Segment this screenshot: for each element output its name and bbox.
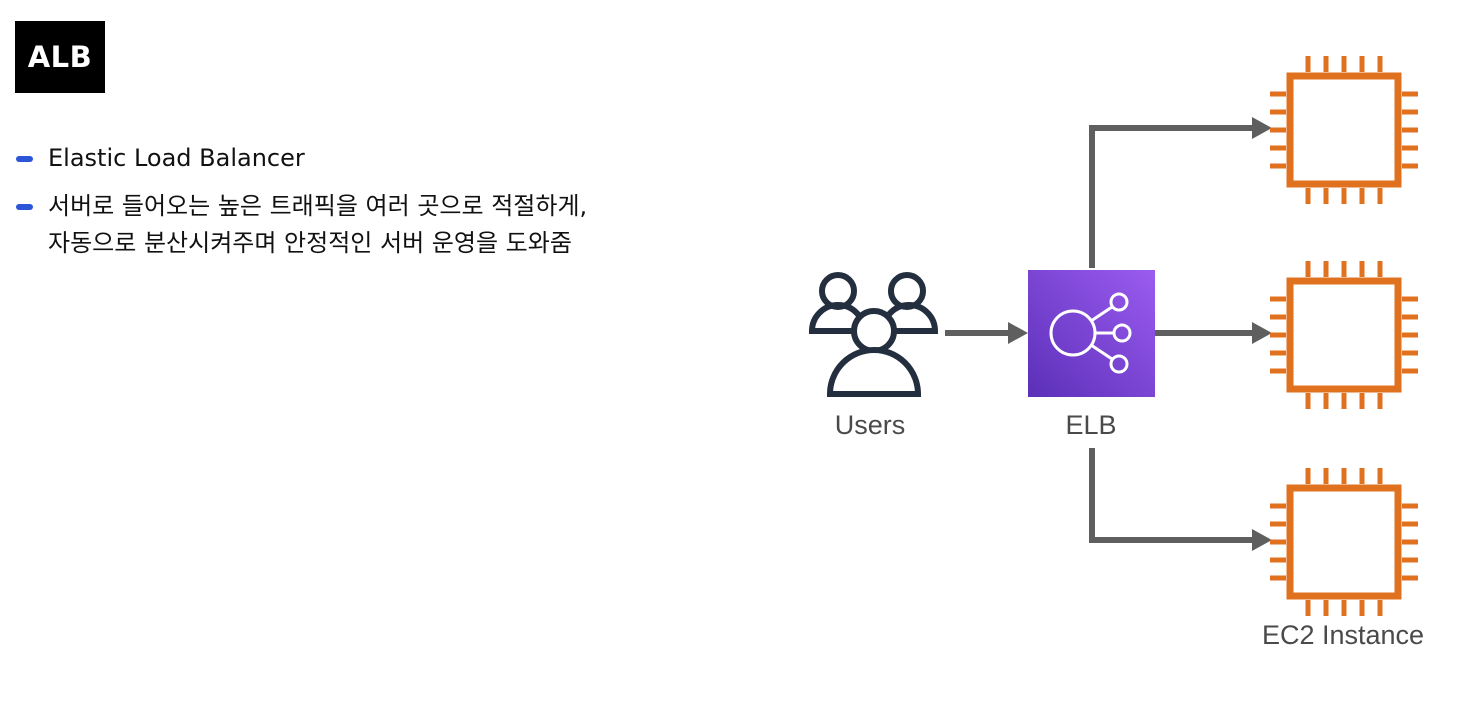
slide-title: ALB	[15, 21, 105, 93]
bullet-item: Elastic Load Balancer	[16, 140, 756, 177]
ec2-instance-icon	[1270, 56, 1418, 204]
users-label: Users	[835, 410, 906, 440]
ec2-label: EC2 Instance	[1262, 620, 1424, 650]
elb-to-ec2-top-arrow	[1089, 117, 1272, 268]
elb-label: ELB	[1065, 410, 1116, 440]
ec2-instance-icon	[1270, 468, 1418, 616]
bullet-dash-icon	[16, 204, 33, 210]
ec2-instance-icon	[1270, 261, 1418, 409]
bullet-list: Elastic Load Balancer 서버로 들어오는 높은 트래픽을 여…	[16, 140, 756, 273]
users-icon	[808, 272, 939, 397]
elb-to-ec2-bottom-arrow	[1089, 448, 1272, 551]
users-to-elb-arrow	[945, 322, 1028, 344]
bullet-text-line-1: 서버로 들어오는 높은 트래픽을 여러 곳으로 적절하게,	[48, 192, 588, 220]
bullet-text-line-2: 자동으로 분산시켜주며 안정적인 서버 운영을 도와줌	[48, 229, 572, 257]
bullet-item: 서버로 들어오는 높은 트래픽을 여러 곳으로 적절하게, 자동으로 분산시켜주…	[16, 188, 756, 262]
elb-icon	[1028, 270, 1155, 397]
bullet-dash-icon	[16, 156, 33, 162]
bullet-text: Elastic Load Balancer	[48, 144, 305, 172]
elb-to-ec2-middle-arrow	[1155, 322, 1272, 344]
